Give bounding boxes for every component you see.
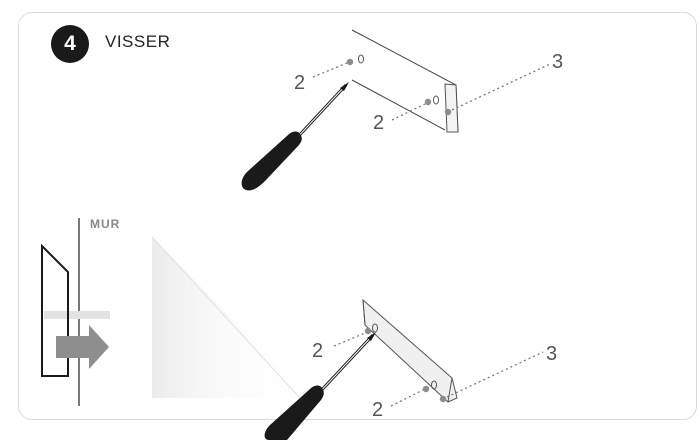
bottom-view: 2 2 3 (264, 298, 557, 440)
panel-dot-bottom (439, 395, 447, 403)
wall-label: MUR (90, 217, 120, 231)
callout-screw-bottom-lower: 2 (372, 399, 383, 421)
callout-panel-bottom: 3 (546, 343, 557, 365)
callout-screw-bottom-upper: 2 (312, 340, 323, 362)
screw-hole-top-upper (346, 54, 364, 66)
wall-side-view: MUR (41, 217, 310, 406)
callout-screw-top-lower: 2 (373, 112, 384, 134)
panel-bottom (362, 298, 458, 403)
step-number-badge: 4 (51, 25, 89, 63)
step-title: VISSER (105, 32, 171, 51)
screw-hole-bottom-upper (364, 323, 378, 335)
screwdriver-icon (264, 332, 376, 440)
top-view: 2 2 3 (241, 29, 563, 191)
callout-panel-top: 3 (552, 51, 563, 73)
direction-arrow-icon (56, 325, 109, 369)
screw-hole-bottom-lower (422, 380, 437, 393)
screwdriver-icon (241, 82, 349, 191)
screw-hole-top-lower (424, 95, 439, 106)
callout-screw-top-upper: 2 (294, 72, 305, 94)
panel-top (351, 29, 459, 133)
panel-dot-top (444, 108, 452, 116)
panel-side-outline (41, 243, 69, 377)
